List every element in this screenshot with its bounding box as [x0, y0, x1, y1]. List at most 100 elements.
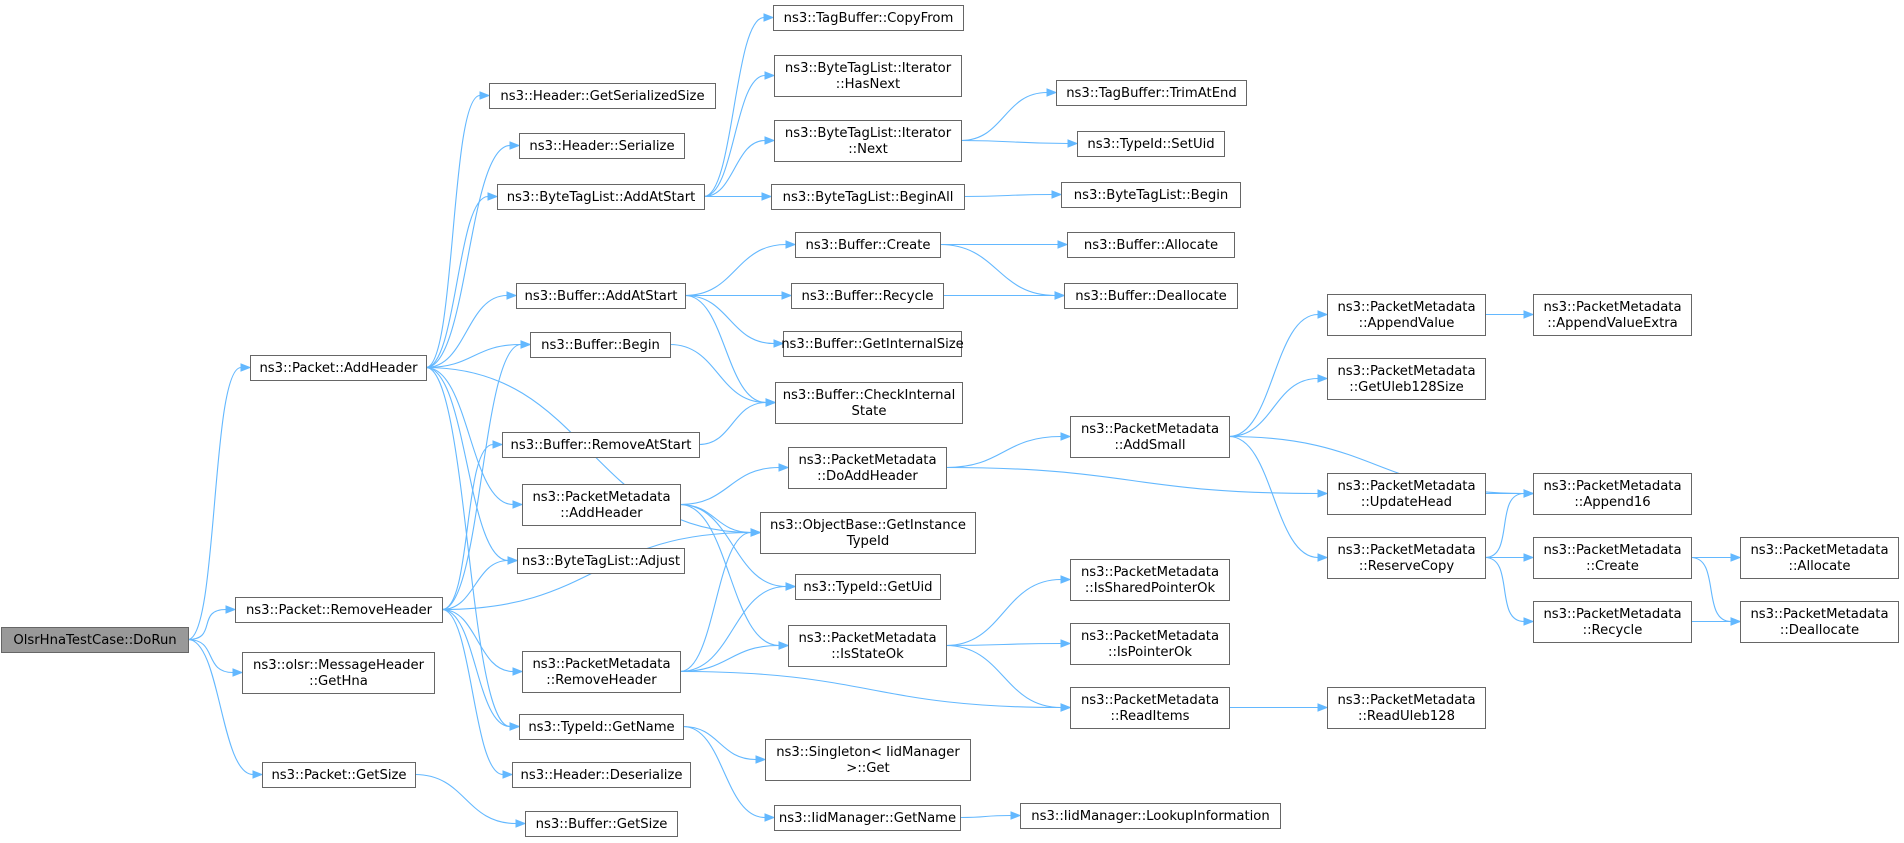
node-btl_adjust[interactable]: ns3::ByteTagList::Adjust [517, 548, 685, 574]
edge-pm_reservecopy-to-pm_append16 [1484, 489, 1535, 559]
node-p_getsize[interactable]: ns3::Packet::GetSize [262, 762, 416, 788]
node-pm_getuleb128size[interactable]: ns3::PacketMetadata::GetUleb128Size [1327, 358, 1486, 400]
edge-arrowhead [778, 641, 790, 650]
edge-line [425, 294, 508, 369]
node-h_serialize[interactable]: ns3::Header::Serialize [519, 133, 685, 159]
edge-dorun-to-p_removeheader [187, 605, 237, 641]
edge-line [425, 144, 511, 369]
node-box [235, 597, 443, 623]
node-b_getsize[interactable]: ns3::Buffer::GetSize [525, 811, 678, 837]
node-pm_append16[interactable]: ns3::PacketMetadata::Append16 [1533, 473, 1692, 515]
node-pm_addheader[interactable]: ns3::PacketMetadata::AddHeader [522, 484, 681, 526]
node-label: ns3::PacketMetadata [1543, 543, 1681, 558]
node-b_removeatstart[interactable]: ns3::Buffer::RemoveAtStart [502, 432, 700, 458]
node-box [783, 331, 962, 357]
node-label: ns3::Packet::RemoveHeader [246, 603, 433, 618]
node-label: ns3::Buffer::GetInternalSize [781, 337, 964, 352]
edge-line [187, 638, 254, 776]
node-pm_reservecopy[interactable]: ns3::PacketMetadata::ReserveCopy [1327, 537, 1486, 579]
edge-line [425, 94, 481, 369]
node-iid_getname[interactable]: ns3::IidManager::GetName [774, 805, 961, 831]
node-b_addatstart[interactable]: ns3::Buffer::AddAtStart [516, 283, 686, 309]
node-pm_removeheader[interactable]: ns3::PacketMetadata::RemoveHeader [522, 651, 681, 693]
node-btl_begin[interactable]: ns3::ByteTagList::Begin [1061, 182, 1241, 208]
edge-p_addheader-to-btl_addatstart [425, 192, 499, 369]
edge-b_removeatstart-to-b_checkinternal [698, 398, 777, 446]
node-label: ns3::PacketMetadata [1337, 300, 1475, 315]
node-label: ::AddHeader [560, 506, 643, 521]
node-label: ns3::PacketMetadata [1543, 479, 1681, 494]
node-box [1327, 294, 1486, 336]
edge-p_addheader-to-b_addatstart [425, 291, 518, 369]
node-pm_appendvalueextra[interactable]: ns3::PacketMetadata::AppendValueExtra [1533, 294, 1692, 336]
node-box [1327, 358, 1486, 400]
node-b_create[interactable]: ns3::Buffer::Create [795, 232, 941, 258]
node-pm_ispointerok[interactable]: ns3::PacketMetadata::IsPointerOk [1070, 623, 1230, 665]
node-label: OlsrHnaTestCase::DoRun [13, 633, 176, 648]
node-tb_trimatend[interactable]: ns3::TagBuffer::TrimAtEnd [1056, 80, 1247, 106]
edge-arrowhead [492, 440, 504, 449]
node-olsr_gethna[interactable]: ns3::olsr::MessageHeader::GetHna [242, 652, 435, 694]
node-pm_doaddheader[interactable]: ns3::PacketMetadata::DoAddHeader [788, 447, 947, 489]
edge-line [425, 366, 509, 562]
node-t_getuid[interactable]: ns3::TypeId::GetUid [795, 574, 941, 600]
node-label: ns3::PacketMetadata [1081, 629, 1219, 644]
node-iid_lookupinfo[interactable]: ns3::IidManager::LookupInformation [1020, 803, 1281, 829]
edge-btl_addatstart-to-btl_it_next [703, 136, 776, 198]
node-b_deallocate[interactable]: ns3::Buffer::Deallocate [1064, 283, 1238, 309]
edge-line [441, 608, 514, 673]
node-pm_readitems[interactable]: ns3::PacketMetadata::ReadItems [1070, 687, 1230, 729]
node-btl_it_next[interactable]: ns3::ByteTagList::Iterator::Next [774, 120, 962, 162]
node-t_getname[interactable]: ns3::TypeId::GetName [519, 714, 684, 740]
node-box [1327, 473, 1486, 515]
node-p_removeheader[interactable]: ns3::Packet::RemoveHeader [235, 597, 443, 623]
node-pm_create[interactable]: ns3::PacketMetadata::Create [1533, 537, 1692, 579]
node-label: ns3::PacketMetadata [1337, 479, 1475, 494]
node-pm_updatehead[interactable]: ns3::PacketMetadata::UpdateHead [1327, 473, 1486, 515]
node-btl_it_hasnext[interactable]: ns3::ByteTagList::Iterator::HasNext [774, 55, 962, 97]
node-btl_addatstart[interactable]: ns3::ByteTagList::AddAtStart [497, 184, 705, 210]
node-label: ::AppendValue [1359, 316, 1455, 331]
node-h_deserialize[interactable]: ns3::Header::Deserialize [512, 762, 691, 788]
node-pm_deallocate[interactable]: ns3::PacketMetadata::Deallocate [1740, 601, 1899, 643]
node-box [760, 512, 976, 554]
edge-pm_addheader-to-pm_doaddheader [679, 463, 790, 506]
node-singleton_get[interactable]: ns3::Singleton< IidManager>::Get [765, 739, 971, 781]
node-h_getser[interactable]: ns3::Header::GetSerializedSize [489, 83, 716, 109]
node-label: ns3::ByteTagList::Iterator [785, 61, 952, 76]
node-btl_beginall[interactable]: ns3::ByteTagList::BeginAll [771, 184, 965, 210]
node-pm_readuleb128[interactable]: ns3::PacketMetadata::ReadUleb128 [1327, 687, 1486, 729]
node-b_getinternalsize[interactable]: ns3::Buffer::GetInternalSize [781, 331, 964, 357]
edge-line [682, 725, 757, 761]
node-box [1020, 803, 1281, 829]
node-p_addheader[interactable]: ns3::Packet::AddHeader [250, 355, 427, 381]
node-pm_allocate[interactable]: ns3::PacketMetadata::Allocate [1740, 537, 1899, 579]
edge-line [187, 608, 227, 641]
node-pm_isstateok[interactable]: ns3::PacketMetadata::IsStateOk [788, 625, 947, 667]
node-b_recycle[interactable]: ns3::Buffer::Recycle [791, 283, 944, 309]
edge-pm_addheader-to-ob_getinstancetypeid [679, 503, 762, 537]
node-label: ::GetUleb128Size [1349, 380, 1463, 395]
node-pm_issharedpointerok[interactable]: ns3::PacketMetadata::IsSharedPointerOk [1070, 559, 1230, 601]
edge-pm_isstateok-to-pm_issharedpointerok [945, 575, 1072, 647]
node-dorun[interactable]: OlsrHnaTestCase::DoRun [1, 627, 189, 653]
node-label: ::Next [848, 142, 888, 157]
node-pm_recycle[interactable]: ns3::PacketMetadata::Recycle [1533, 601, 1692, 643]
edge-line [703, 139, 766, 198]
node-box [774, 55, 962, 97]
node-tb_copyfrom[interactable]: ns3::TagBuffer::CopyFrom [773, 5, 964, 31]
node-t_setuid[interactable]: ns3::TypeId::SetUid [1077, 131, 1225, 157]
node-b_begin[interactable]: ns3::Buffer::Begin [530, 332, 671, 358]
node-box [497, 184, 705, 210]
node-b_allocate[interactable]: ns3::Buffer::Allocate [1067, 232, 1235, 258]
node-label: ns3::ByteTagList::Iterator [785, 126, 952, 141]
edge-arrowhead [1010, 811, 1022, 820]
node-box [1067, 232, 1235, 258]
node-label: ns3::IidManager::GetName [779, 811, 956, 826]
node-pm_appendvalue[interactable]: ns3::PacketMetadata::AppendValue [1327, 294, 1486, 336]
edge-arrowhead [512, 667, 524, 676]
node-pm_addsmall[interactable]: ns3::PacketMetadata::AddSmall [1070, 416, 1230, 458]
edge-line [703, 16, 765, 198]
